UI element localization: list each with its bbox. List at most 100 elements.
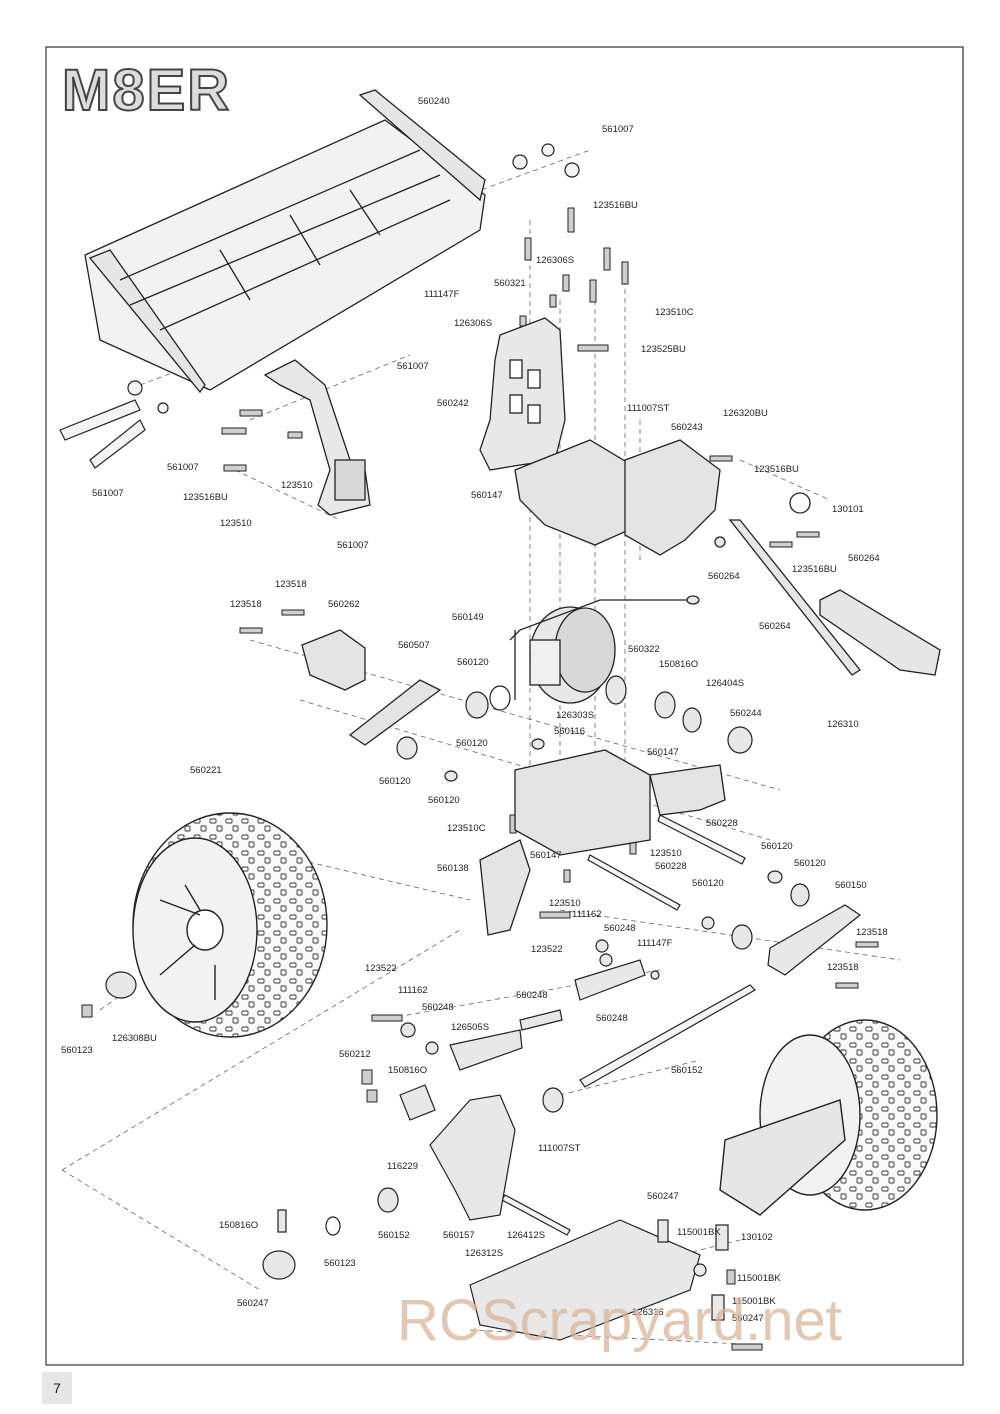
part-label: 560264 (848, 553, 880, 564)
part-label: 560247 (237, 1298, 269, 1309)
bulkhead (301, 629, 726, 936)
part-label: 123518 (275, 579, 307, 590)
part-label: 123510 (220, 518, 252, 529)
part-label: 560120 (456, 738, 488, 749)
rods (501, 814, 756, 1236)
part-label: 111007ST (538, 1143, 581, 1154)
part-label: 111007ST (627, 403, 670, 414)
part-label: 111162 (572, 909, 602, 920)
page-number: 7 (42, 1372, 72, 1404)
part-label: 115001BK (677, 1227, 721, 1238)
part-label: 126404S (706, 678, 744, 689)
part-label: 126306S (454, 318, 492, 329)
part-label: 126320BU (723, 408, 768, 419)
part-label: 560120 (379, 776, 411, 787)
differential (509, 595, 700, 704)
part-label: 126310 (827, 719, 859, 730)
part-label: 560147 (530, 850, 562, 861)
part-label: 560147 (471, 490, 503, 501)
part-label: 560507 (398, 640, 430, 651)
screws (81, 207, 879, 1351)
part-label: 560138 (437, 863, 469, 874)
part-label: 560262 (328, 599, 360, 610)
part-label: 560221 (190, 765, 222, 776)
part-label: 560123 (324, 1258, 356, 1269)
part-label: 560264 (708, 571, 740, 582)
shock-tower (479, 317, 566, 471)
part-label: 130102 (741, 1232, 773, 1243)
part-label: 115001BK (737, 1273, 781, 1284)
page-frame (45, 46, 964, 1366)
part-label: 123522 (531, 944, 563, 955)
body-mount (714, 492, 941, 676)
part-label: 123516BU (754, 464, 799, 475)
wing-mount (263, 359, 371, 516)
part-label: 560321 (494, 278, 526, 289)
part-label: 561007 (602, 124, 634, 135)
part-label: 560120 (428, 795, 460, 806)
part-label: 560247 (732, 1313, 764, 1324)
part-label: 126412S (507, 1230, 545, 1241)
part-label: 560248 (422, 1002, 454, 1013)
part-label: 123510 (549, 898, 581, 909)
part-label: 126316 (632, 1307, 664, 1318)
part-label: 116229 (387, 1161, 418, 1172)
part-label: 560228 (655, 861, 687, 872)
part-label: 123525BU (641, 344, 686, 355)
front-left-tire (132, 812, 328, 1038)
part-label: 560212 (339, 1049, 371, 1060)
part-label: 123518 (856, 927, 888, 938)
part-label: 560248 (596, 1013, 628, 1024)
part-labels: 560240 561007 123516BU 126306S 560321 11… (61, 96, 888, 1324)
part-label: 560120 (794, 858, 826, 869)
part-label: 560242 (437, 398, 469, 409)
part-label: 126306S (536, 255, 574, 266)
part-label: 560149 (452, 612, 484, 623)
logo-text: M8ER (62, 58, 231, 123)
part-label: 560120 (761, 841, 793, 852)
part-label: 126308BU (112, 1033, 157, 1044)
part-label: 123516BU (183, 492, 228, 503)
gearbox-top (514, 439, 721, 556)
part-label: 560150 (835, 880, 867, 891)
part-label: 560264 (759, 621, 791, 632)
part-label: 123516BU (792, 564, 837, 575)
part-label: 561007 (167, 462, 199, 473)
part-label: 130101 (832, 504, 864, 515)
part-label: 560152 (671, 1065, 703, 1076)
rear-wing (84, 89, 486, 394)
part-label: 560243 (671, 422, 703, 433)
part-label: 561007 (337, 540, 369, 551)
part-label: 560322 (628, 644, 660, 655)
part-label: 150816O (388, 1065, 427, 1076)
part-label: 560244 (730, 708, 762, 719)
part-label: 560152 (378, 1230, 410, 1241)
part-label: 561007 (92, 488, 124, 499)
part-label: 560247 (647, 1191, 679, 1202)
suspension-parts (105, 870, 862, 1341)
part-label: 123516BU (593, 200, 638, 211)
part-label: 111147F (637, 938, 673, 949)
part-label: 560116 (554, 726, 585, 737)
part-label: 560157 (443, 1230, 475, 1241)
part-label: 126303S (556, 710, 594, 721)
rear-right-tire (719, 1019, 938, 1216)
part-label: 560120 (692, 878, 724, 889)
part-label: 560248 (516, 990, 548, 1001)
part-label: 111162 (398, 985, 428, 996)
part-label: 111147F (424, 289, 460, 300)
wing-posts (59, 143, 580, 469)
part-label: 560123 (61, 1045, 93, 1056)
part-label: 560248 (604, 923, 636, 934)
part-label: 123518 (827, 962, 859, 973)
part-label: 115001BK (732, 1296, 776, 1307)
watermark: RCScrapyard.net (397, 1288, 842, 1353)
part-label: 123518 (230, 599, 262, 610)
part-label: 123522 (365, 963, 397, 974)
part-label: 560147 (647, 747, 679, 758)
part-label: 150816O (659, 659, 698, 670)
pinion-bearings (396, 675, 753, 782)
part-label: 123510C (447, 823, 486, 834)
part-label: 126312S (465, 1248, 503, 1259)
